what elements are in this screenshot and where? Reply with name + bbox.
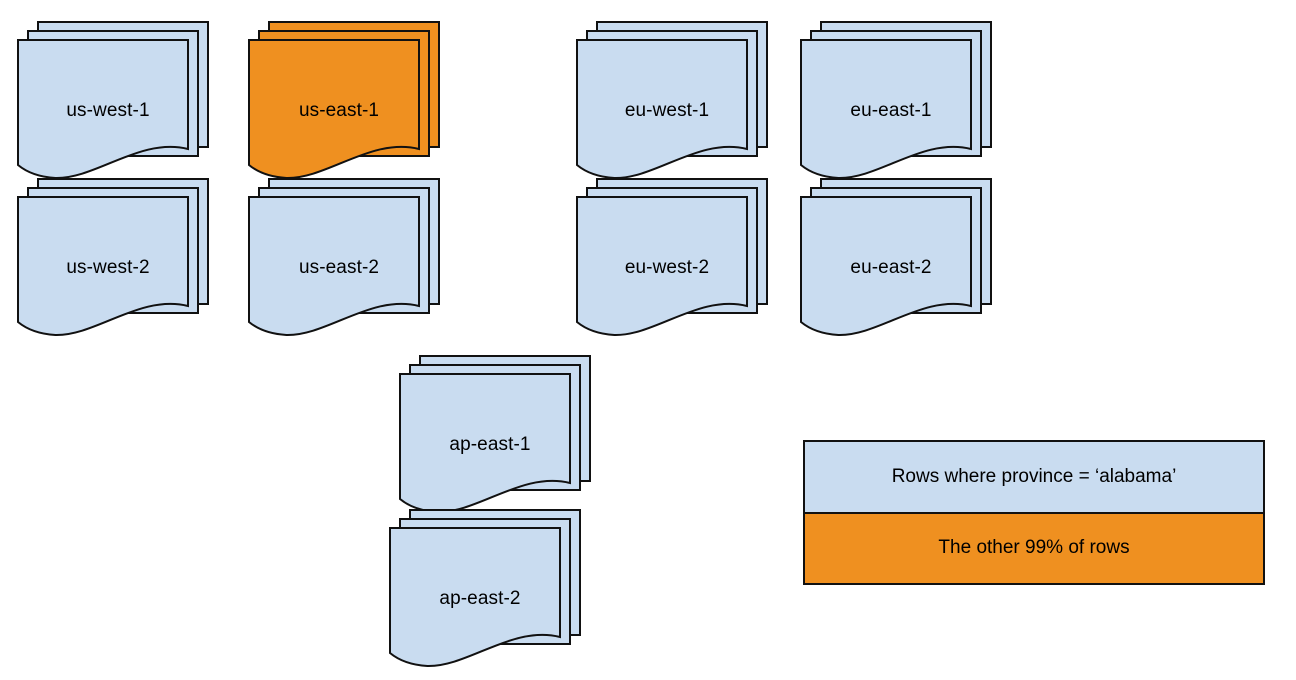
- data-stack-eu-east-1[interactable]: eu-east-1: [800, 15, 1017, 180]
- sheet-front: [17, 39, 189, 180]
- stack-sheets-eu-west-2: [576, 178, 768, 337]
- data-stack-us-east-2[interactable]: us-east-2: [248, 172, 465, 337]
- data-stack-us-west-1[interactable]: us-west-1: [17, 15, 234, 180]
- sheet-front: [248, 39, 420, 180]
- data-stack-ap-east-2[interactable]: ap-east-2: [389, 503, 606, 668]
- legend-label-orange: The other 99% of rows: [938, 537, 1130, 559]
- stack-sheets-us-west-2: [17, 178, 209, 337]
- data-stack-eu-west-2[interactable]: eu-west-2: [576, 172, 793, 337]
- sheet-front: [800, 196, 972, 337]
- sheet-front: [800, 39, 972, 180]
- stack-sheets-us-east-2: [248, 178, 440, 337]
- sheet-front: [576, 196, 748, 337]
- legend-row-orange: The other 99% of rows: [805, 513, 1263, 583]
- sheet-front: [389, 527, 561, 668]
- legend: Rows where province = ‘alabama’ The othe…: [803, 440, 1265, 585]
- stack-sheets-us-west-1: [17, 21, 209, 180]
- sheet-front: [248, 196, 420, 337]
- sheet-front: [17, 196, 189, 337]
- stack-sheets-eu-east-1: [800, 21, 992, 180]
- legend-row-blue: Rows where province = ‘alabama’: [805, 442, 1263, 514]
- stack-sheets-ap-east-1: [399, 355, 591, 514]
- legend-label-blue: Rows where province = ‘alabama’: [891, 465, 1177, 487]
- stack-sheets-us-east-1: [248, 21, 440, 180]
- data-stack-eu-east-2[interactable]: eu-east-2: [800, 172, 1017, 337]
- sheet-front: [399, 373, 571, 514]
- sheet-front: [576, 39, 748, 180]
- data-stack-ap-east-1[interactable]: ap-east-1: [399, 349, 616, 514]
- stack-sheets-ap-east-2: [389, 509, 581, 668]
- stack-sheets-eu-west-1: [576, 21, 768, 180]
- data-stack-us-east-1[interactable]: us-east-1: [248, 15, 465, 180]
- data-stack-us-west-2[interactable]: us-west-2: [17, 172, 234, 337]
- data-stack-eu-west-1[interactable]: eu-west-1: [576, 15, 793, 180]
- stack-sheets-eu-east-2: [800, 178, 992, 337]
